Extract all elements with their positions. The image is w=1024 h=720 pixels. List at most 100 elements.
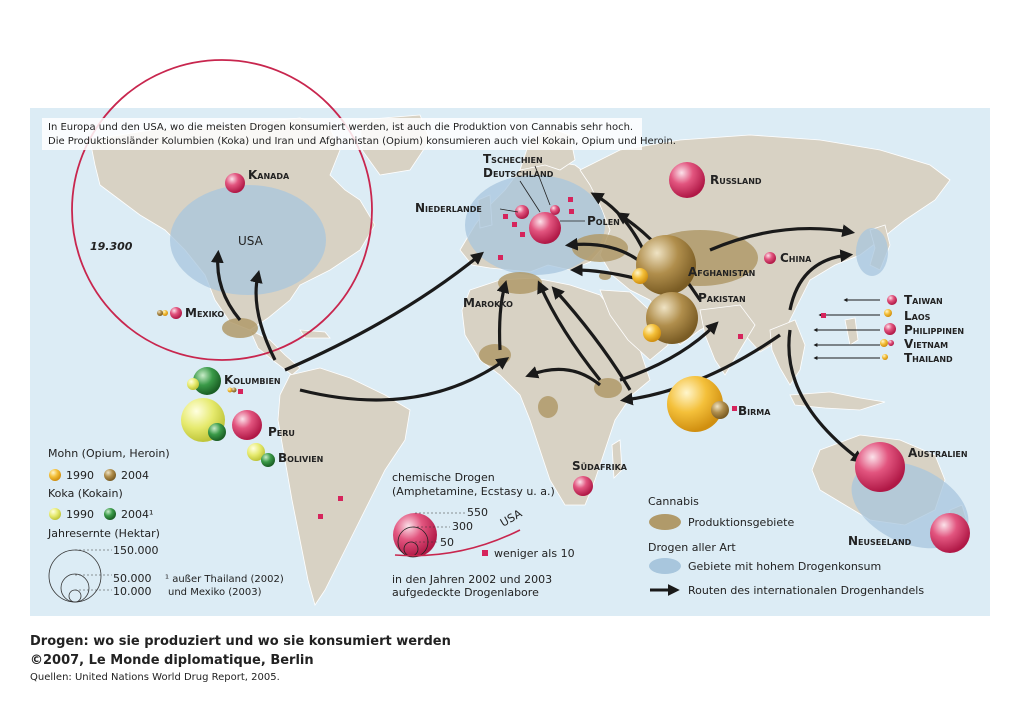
legend-koka-2004: 2004¹	[121, 508, 153, 521]
thin-arrows	[813, 298, 880, 360]
label-mexiko: Mexiko	[185, 306, 224, 320]
legend-ernte-10: 10.000	[113, 585, 152, 598]
caption-copyright: ©2007, Le Monde diplomatique, Berlin	[30, 653, 314, 668]
label-laos: Laos	[904, 309, 931, 323]
africa	[461, 277, 651, 506]
legend-chem: chemische Drogen (Amphetamine, Ecstasy u…	[392, 471, 575, 599]
small-lab-squares	[238, 197, 826, 519]
legend-ernte-title: Jahresernte (Hektar)	[47, 527, 160, 540]
label-pakistan: Pakistan	[698, 291, 746, 305]
central-america	[249, 329, 301, 376]
intro-line-1: In Europa und den USA, wo die meisten Dr…	[48, 122, 633, 133]
lab-neuseeland	[930, 513, 970, 553]
label-usa: USA	[238, 234, 264, 248]
opium-laos	[884, 309, 892, 317]
intro-box	[42, 118, 642, 150]
legend-mohn-1990: 1990	[66, 469, 94, 482]
label-usa-value: 19.300	[90, 240, 133, 253]
legend-footnote-2: und Mexiko (2003)	[168, 587, 262, 598]
label-neuseeland: Neuseeland	[848, 534, 912, 548]
lab-mexiko	[170, 307, 182, 319]
caption-sources: Quellen: United Nations World Drug Repor…	[30, 672, 280, 683]
label-polen: Polen	[587, 214, 620, 228]
country-labels: Kanada USA 19.300 Mexiko Kolumbien Peru …	[90, 152, 968, 548]
madagascar	[611, 439, 623, 479]
opium-vietnam	[880, 339, 888, 347]
lab-deutschland	[529, 212, 561, 244]
consumption-usa	[170, 185, 326, 295]
cannabis-centralafrica	[538, 396, 558, 418]
route-colombia-europe	[284, 251, 484, 372]
legend-routen: Routen des internationalen Drogenhandels	[688, 584, 924, 597]
legend-cannabis-prod: Produktionsgebiete	[688, 516, 794, 529]
legend-mohn: Mohn (Opium, Heroin) 1990 2004	[48, 447, 170, 482]
legend-chem-300: 300	[452, 520, 473, 533]
south-america	[277, 367, 411, 606]
cannabis-eastafrica	[594, 378, 622, 398]
opium-kolumbien-1990	[227, 387, 233, 393]
intro-line-2: Die Produktionsländer Kolumbien (Koka) u…	[48, 136, 676, 147]
route-asia-australia	[787, 329, 865, 464]
coca-bolivien-2004	[261, 453, 275, 467]
arabian-peninsula	[599, 289, 669, 361]
opium-mexiko-1990	[162, 310, 168, 316]
legend-ernte-150: 150.000	[113, 544, 159, 557]
label-taiwan: Taiwan	[904, 293, 943, 307]
route-eastafrica-europe	[537, 280, 602, 381]
legend-chem-50: 50	[440, 536, 454, 549]
lab-peru	[232, 410, 262, 440]
legend-chem-note-2: aufgedeckte Drogenlabore	[392, 586, 539, 599]
legend-mohn-2004: 2004	[121, 469, 149, 482]
legend-drogen-konsum: Gebiete mit hohem Drogenkonsum	[688, 560, 881, 573]
opium-mexiko-2004	[157, 310, 163, 316]
lab-taiwan	[887, 295, 897, 305]
legend-koka: Koka (Kokain) 1990 2004¹	[48, 487, 153, 521]
lab-suedafrika	[573, 476, 593, 496]
legend-chem-note-1: in den Jahren 2002 und 2003	[392, 573, 552, 586]
label-niederlande: Niederlande	[415, 201, 482, 215]
consumption-japan	[856, 228, 888, 276]
legend-mohn-title: Mohn (Opium, Heroin)	[48, 447, 170, 460]
cannabis-mexico	[222, 318, 258, 338]
route-africa-europe	[496, 280, 510, 351]
legend-chem-550: 550	[467, 506, 488, 519]
lab-china	[764, 252, 776, 264]
philippines-island	[844, 317, 859, 346]
lab-tschechien	[550, 205, 560, 215]
lab-philippinen	[884, 323, 896, 335]
opium-afghanistan-2004	[636, 235, 696, 295]
label-thailand: Thailand	[904, 351, 953, 365]
legend-ernte: Jahresernte (Hektar) 150.000 50.000 10.0…	[47, 527, 284, 603]
legend-chem-less: weniger als 10	[494, 547, 575, 560]
label-suedafrika: Südafrika	[572, 459, 628, 473]
route-eastafrica-west	[525, 366, 602, 387]
usa-circle	[71, 59, 373, 361]
lab-russland	[669, 162, 705, 198]
lab-kanada	[225, 173, 245, 193]
label-philippinen: Philippinen	[904, 323, 964, 337]
route-asia-japan	[709, 224, 856, 252]
legend-drogen-title: Drogen aller Art	[648, 541, 736, 554]
opium-kolumbien-2004	[231, 387, 237, 393]
coca-peru-2004	[208, 423, 226, 441]
label-kolumbien: Kolumbien	[224, 373, 281, 387]
lab-vietnam	[888, 340, 894, 346]
lab-australien	[855, 442, 905, 492]
opium-birma-2004	[711, 401, 729, 419]
label-russland: Russland	[710, 173, 762, 187]
label-birma: Birma	[738, 404, 771, 418]
opium-thailand	[882, 354, 888, 360]
coca-bolivien-1990	[247, 443, 265, 461]
label-bolivien: Bolivien	[278, 451, 323, 465]
label-tschechien: Tschechien	[483, 152, 543, 166]
label-deutschland: Deutschland	[483, 166, 554, 180]
legend-chem-title-1: chemische Drogen	[392, 471, 495, 484]
label-china: China	[780, 251, 812, 265]
opium-afghanistan-1990	[632, 268, 648, 284]
route-colombia-africa	[299, 357, 510, 402]
caption-title: Drogen: wo sie produziert und wo sie kon…	[30, 634, 451, 649]
legend-koka-1990: 1990	[66, 508, 94, 521]
route-asia-japan-2	[788, 249, 854, 311]
route-mexico-usa	[210, 249, 242, 322]
